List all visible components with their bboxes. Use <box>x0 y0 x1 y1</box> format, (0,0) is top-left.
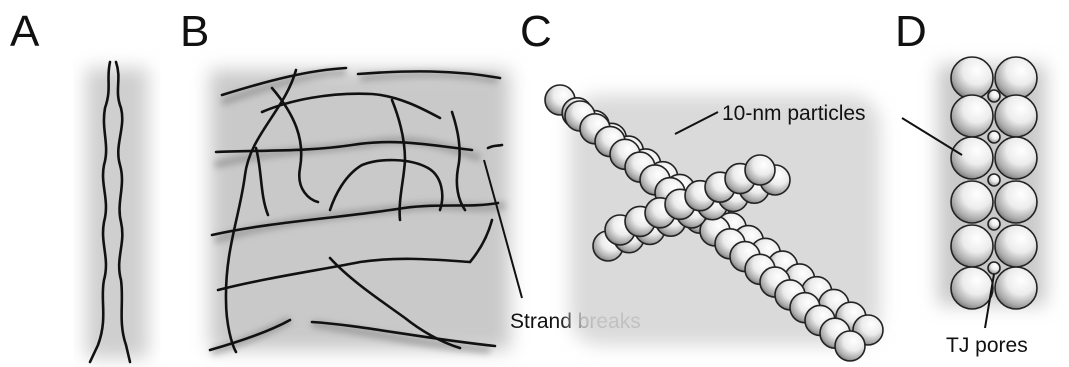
panel-c-particle-strands: 10-nm particles <box>545 85 883 361</box>
tj-pore <box>988 131 1000 143</box>
tj-pore <box>988 90 1000 102</box>
particle <box>835 331 865 361</box>
tj-pores-label: TJ pores <box>946 334 1028 357</box>
panel-label-c: C <box>520 7 552 56</box>
paired-particle-strands <box>951 57 1037 309</box>
particle <box>951 57 993 99</box>
tj-pore <box>988 174 1000 186</box>
particle <box>995 57 1037 99</box>
particle <box>995 225 1037 267</box>
particle <box>951 137 993 179</box>
tj-pore <box>988 262 1000 274</box>
particle <box>745 155 775 185</box>
particle <box>995 137 1037 179</box>
panel-label-b: B <box>180 7 209 56</box>
panel-a-strand-pair <box>86 62 148 362</box>
particle <box>995 181 1037 223</box>
tj-pore <box>988 218 1000 230</box>
panel-label-d: D <box>895 7 927 56</box>
particles-label: 10-nm particles <box>722 102 866 125</box>
particle <box>995 95 1037 137</box>
particle <box>951 95 993 137</box>
particle <box>995 267 1037 309</box>
particle <box>951 225 993 267</box>
panel-d-pore-strand: TJ pores <box>902 57 1046 357</box>
particle <box>951 181 993 223</box>
particle <box>951 267 993 309</box>
panel-a-shadow <box>86 68 148 358</box>
panel-label-a: A <box>10 7 40 56</box>
